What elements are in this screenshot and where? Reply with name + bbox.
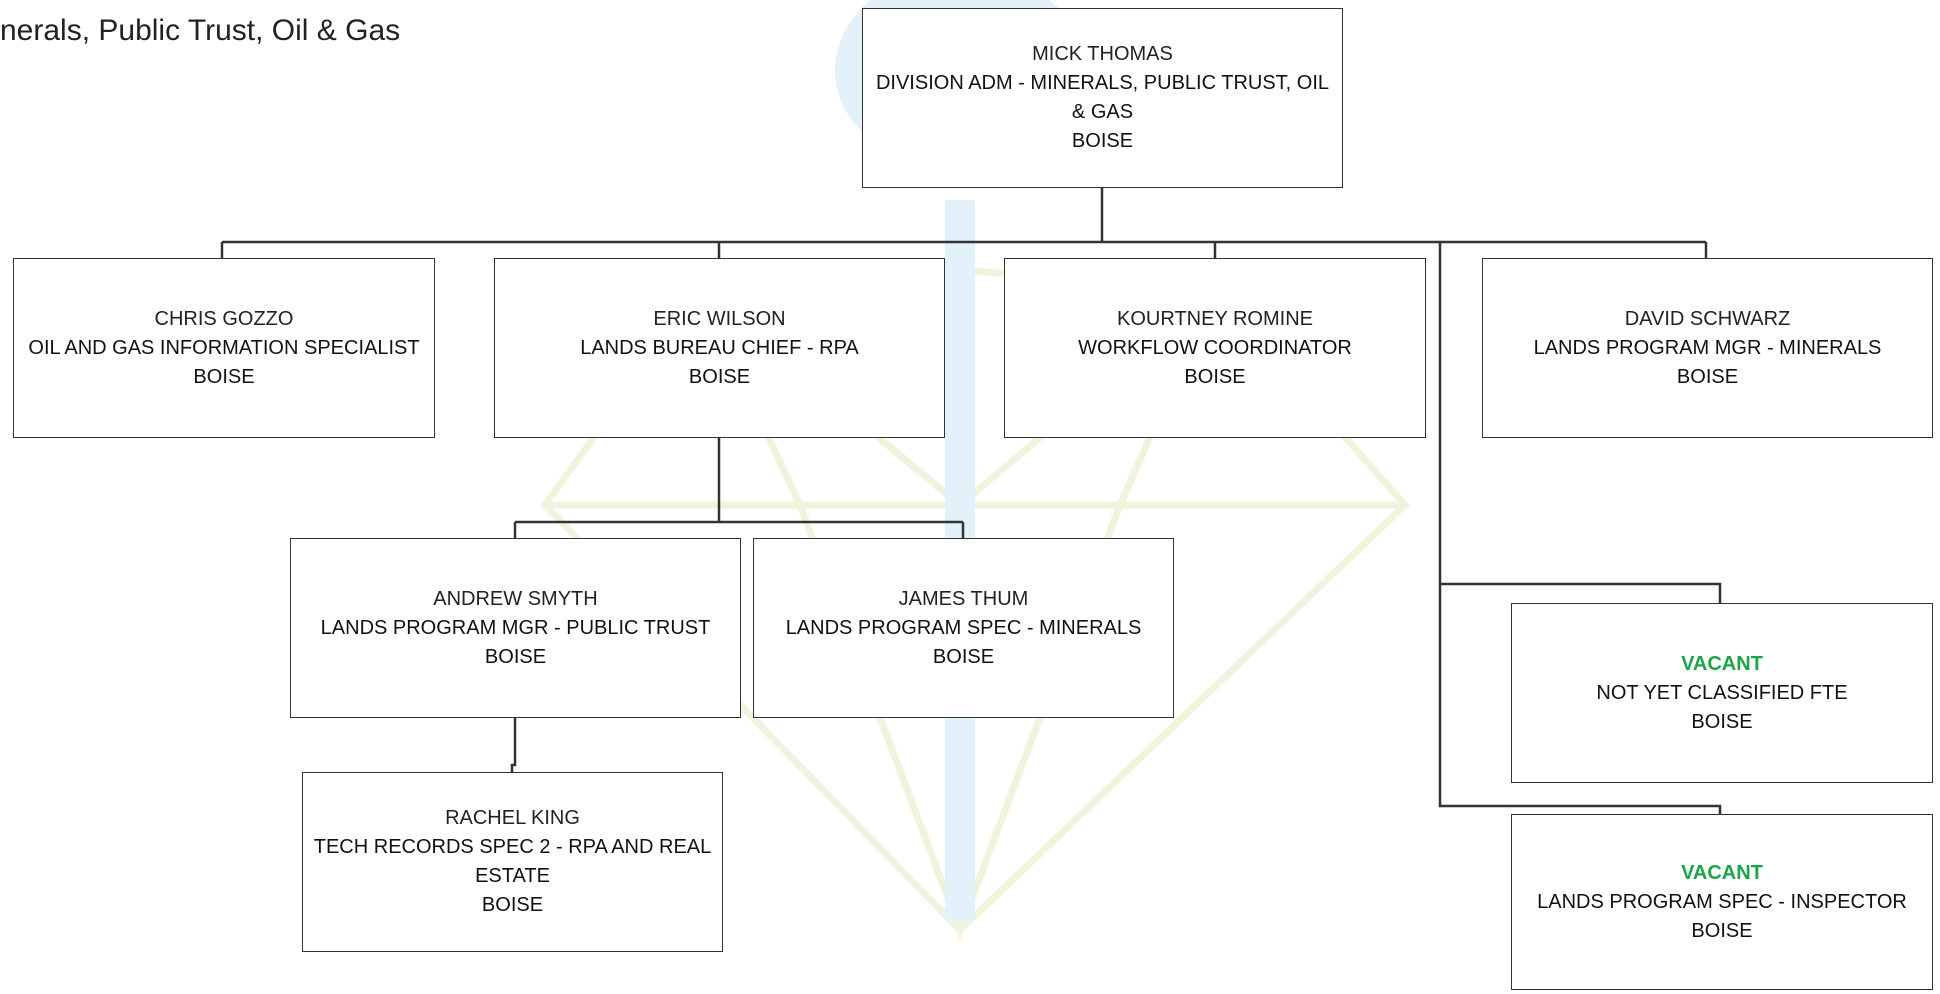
position-box-david-schwarz: DAVID SCHWARZ LANDS PROGRAM MGR - MINERA… bbox=[1482, 258, 1933, 438]
position-name: MICK THOMAS bbox=[1032, 43, 1173, 65]
position-box-rachel-king: RACHEL KING TECH RECORDS SPEC 2 - RPA AN… bbox=[302, 772, 723, 952]
position-title: WORKFLOW COORDINATOR bbox=[1078, 336, 1352, 359]
position-title: OIL AND GAS INFORMATION SPECIALIST bbox=[28, 336, 420, 359]
position-box-james-thum: JAMES THUM LANDS PROGRAM SPEC - MINERALS… bbox=[753, 538, 1174, 718]
position-box-chris-gozzo: CHRIS GOZZO OIL AND GAS INFORMATION SPEC… bbox=[13, 258, 435, 438]
position-box-eric-wilson: ERIC WILSON LANDS BUREAU CHIEF - RPA BOI… bbox=[494, 258, 945, 438]
connector-vacant-branch bbox=[1438, 242, 1722, 818]
position-box-vacant-fte: VACANT NOT YET CLASSIFIED FTE BOISE bbox=[1511, 603, 1933, 783]
position-name: RACHEL KING bbox=[445, 807, 580, 829]
position-box-kourtney-romine: KOURTNEY ROMINE WORKFLOW COORDINATOR BOI… bbox=[1004, 258, 1426, 438]
position-name: KOURTNEY ROMINE bbox=[1117, 307, 1313, 330]
position-title: LANDS BUREAU CHIEF - RPA bbox=[580, 336, 859, 359]
position-location: BOISE bbox=[1184, 365, 1246, 388]
position-title: NOT YET CLASSIFIED FTE bbox=[1596, 681, 1848, 704]
position-title: LANDS PROGRAM SPEC - INSPECTOR bbox=[1537, 890, 1907, 913]
position-box-andrew-smyth: ANDREW SMYTH LANDS PROGRAM MGR - PUBLIC … bbox=[290, 538, 741, 718]
position-location: BOISE bbox=[481, 894, 544, 916]
connector-andrew-down bbox=[510, 718, 517, 772]
position-name: JAMES THUM bbox=[898, 587, 1029, 610]
position-title: LANDS PROGRAM MGR - PUBLIC TRUST bbox=[320, 616, 711, 639]
position-location: BOISE bbox=[193, 365, 255, 388]
position-name: ANDREW SMYTH bbox=[433, 587, 598, 610]
position-box-vacant-inspector: VACANT LANDS PROGRAM SPEC - INSPECTOR BO… bbox=[1511, 814, 1933, 990]
position-name-vacant: VACANT bbox=[1681, 652, 1763, 675]
position-location: BOISE bbox=[1691, 919, 1753, 942]
position-location: BOISE bbox=[1676, 365, 1739, 388]
position-location: BOISE bbox=[932, 645, 995, 668]
position-title: DIVISION ADM - MINERALS, PUBLIC TRUST, O… bbox=[875, 72, 1330, 123]
position-location: BOISE bbox=[484, 645, 547, 668]
position-name-vacant: VACANT bbox=[1681, 861, 1763, 884]
position-name: DAVID SCHWARZ bbox=[1624, 307, 1791, 330]
position-name: CHRIS GOZZO bbox=[154, 307, 294, 330]
position-title: TECH RECORDS SPEC 2 - RPA AND REAL ESTAT… bbox=[313, 836, 712, 887]
position-location: BOISE bbox=[1071, 130, 1134, 152]
position-name: ERIC WILSON bbox=[653, 307, 786, 330]
page-title: nerals, Public Trust, Oil & Gas bbox=[0, 14, 401, 47]
position-location: BOISE bbox=[688, 365, 751, 388]
position-box-mick-thomas: MICK THOMAS DIVISION ADM - MINERALS, PUB… bbox=[862, 8, 1343, 188]
position-title: LANDS PROGRAM SPEC - MINERALS bbox=[785, 616, 1142, 639]
position-location: BOISE bbox=[1691, 710, 1753, 733]
position-title: LANDS PROGRAM MGR - MINERALS bbox=[1533, 336, 1882, 359]
connector-vacant-1 bbox=[1440, 582, 1722, 606]
